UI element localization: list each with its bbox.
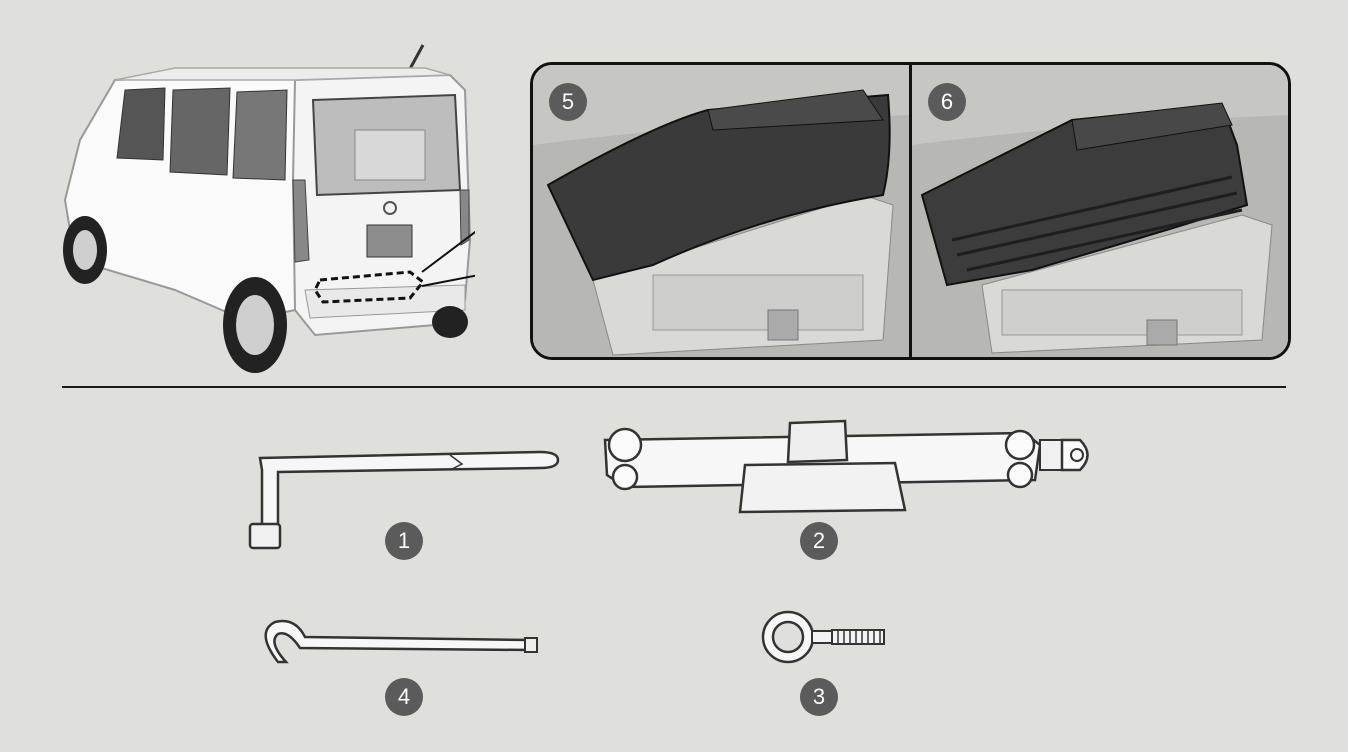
trunk-view-cover-on bbox=[533, 65, 909, 357]
scissor-jack-icon bbox=[603, 419, 1089, 514]
callout-badge-6: 6 bbox=[928, 83, 966, 121]
panel-divider bbox=[909, 65, 912, 357]
section-divider bbox=[62, 386, 1286, 388]
trunk-detail-panels: 5 6 bbox=[530, 62, 1291, 360]
car-rear-illustration bbox=[63, 44, 475, 373]
towing-hook-icon bbox=[761, 610, 885, 664]
trunk-view-cover-flipped bbox=[912, 65, 1288, 357]
callout-badge-2: 2 bbox=[800, 522, 838, 560]
callout-badge-3: 3 bbox=[800, 678, 838, 716]
callout-badge-1: 1 bbox=[385, 522, 423, 560]
wheel-nut-wrench-icon bbox=[248, 450, 560, 550]
callout-badge-4: 4 bbox=[385, 678, 423, 716]
jack-handle-bar-icon bbox=[264, 619, 538, 664]
callout-badge-5: 5 bbox=[549, 83, 587, 121]
